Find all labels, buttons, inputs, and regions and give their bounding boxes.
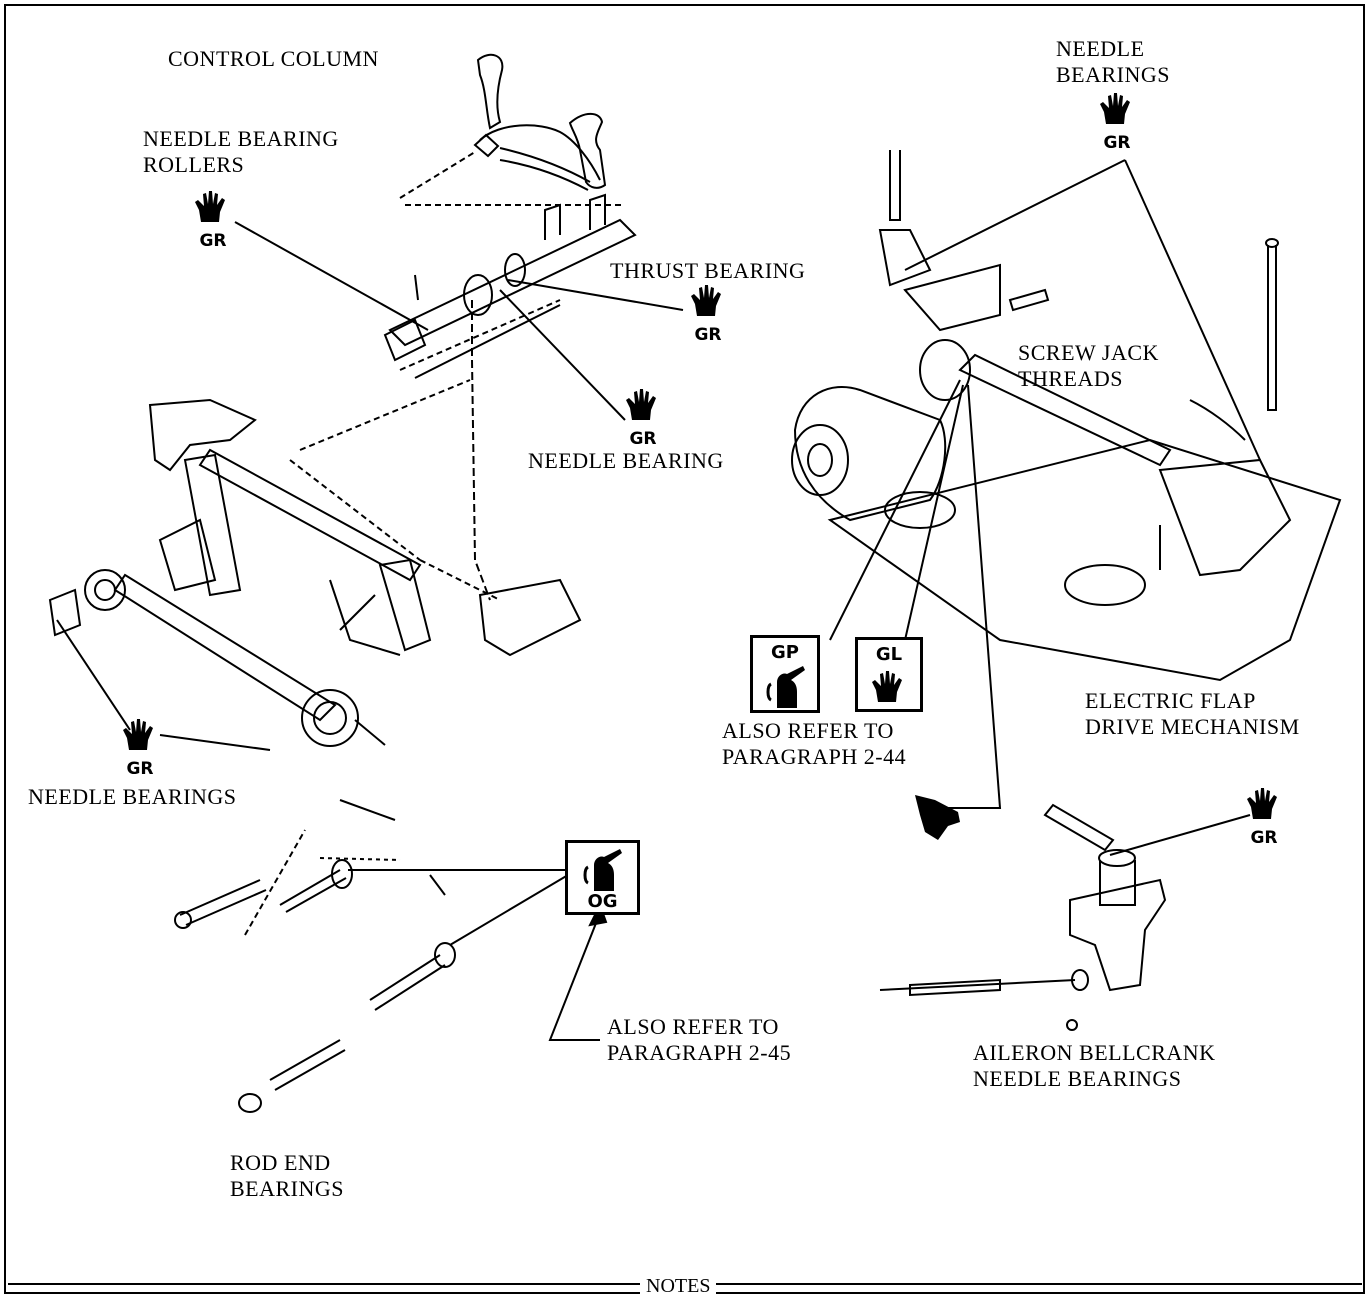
rudder-pedal-drawing: [48, 379, 582, 747]
hand-grease-icon: [872, 671, 902, 702]
needle-bearing-label: NEEDLE BEARING: [528, 448, 724, 473]
gp-symbol-box: GP: [750, 635, 820, 713]
leader-lines: [56, 159, 1261, 1041]
gp-badge: GP: [771, 642, 799, 663]
rod-end-drawing: [174, 799, 456, 1113]
gl-badge: GL: [875, 644, 903, 665]
gr-badge: GR: [629, 429, 657, 449]
gl-symbol-box: GL: [855, 637, 923, 712]
needle-bearing-rollers-label: NEEDLE BEARING ROLLERS: [143, 126, 339, 177]
control-tube-drawing: [383, 193, 637, 601]
hand-grease-icon: [1247, 788, 1277, 819]
hand-grease-icon: [1100, 93, 1130, 124]
hand-grease-icon: [123, 719, 153, 750]
gr-badge: GR: [126, 759, 154, 779]
needle-bearings-top-right-label: NEEDLE BEARINGS: [1056, 36, 1171, 87]
gr-badge: GR: [1103, 133, 1131, 153]
rod-end-bearings-label: ROD END BEARINGS: [230, 1150, 345, 1201]
og-badge: OG: [587, 891, 618, 912]
hand-grease-icon: [195, 191, 225, 222]
notes-heading: NOTES: [640, 1276, 717, 1296]
control-column-drawing: [399, 53, 625, 206]
oil-can-icon: [583, 849, 622, 891]
flap-drive-drawing: [791, 150, 1342, 682]
gr-badge: GR: [199, 231, 227, 251]
hand-grease-icon: [626, 389, 656, 420]
also-refer-2-45-label: ALSO REFER TO PARAGRAPH 2-45: [607, 1014, 792, 1065]
control-column-label: CONTROL COLUMN: [168, 46, 379, 71]
oil-can-icon: [766, 666, 805, 708]
gr-badge: GR: [1250, 828, 1278, 848]
hand-grease-icon: [691, 285, 721, 316]
aileron-bellcrank-drawing: [879, 803, 1167, 1031]
og-symbol-box: OG: [565, 840, 640, 915]
pointing-hand-icon: [915, 795, 960, 840]
gr-badge: GR: [694, 325, 722, 345]
screw-jack-threads-label: SCREW JACK THREADS: [1018, 340, 1159, 391]
needle-bearings-left-label: NEEDLE BEARINGS: [28, 784, 237, 809]
thrust-bearing-label: THRUST BEARING: [610, 258, 806, 283]
aileron-bellcrank-label: AILERON BELLCRANK NEEDLE BEARINGS: [973, 1040, 1216, 1091]
electric-flap-drive-label: ELECTRIC FLAP DRIVE MECHANISM: [1085, 688, 1300, 739]
also-refer-2-44-label: ALSO REFER TO PARAGRAPH 2-44: [722, 718, 907, 769]
